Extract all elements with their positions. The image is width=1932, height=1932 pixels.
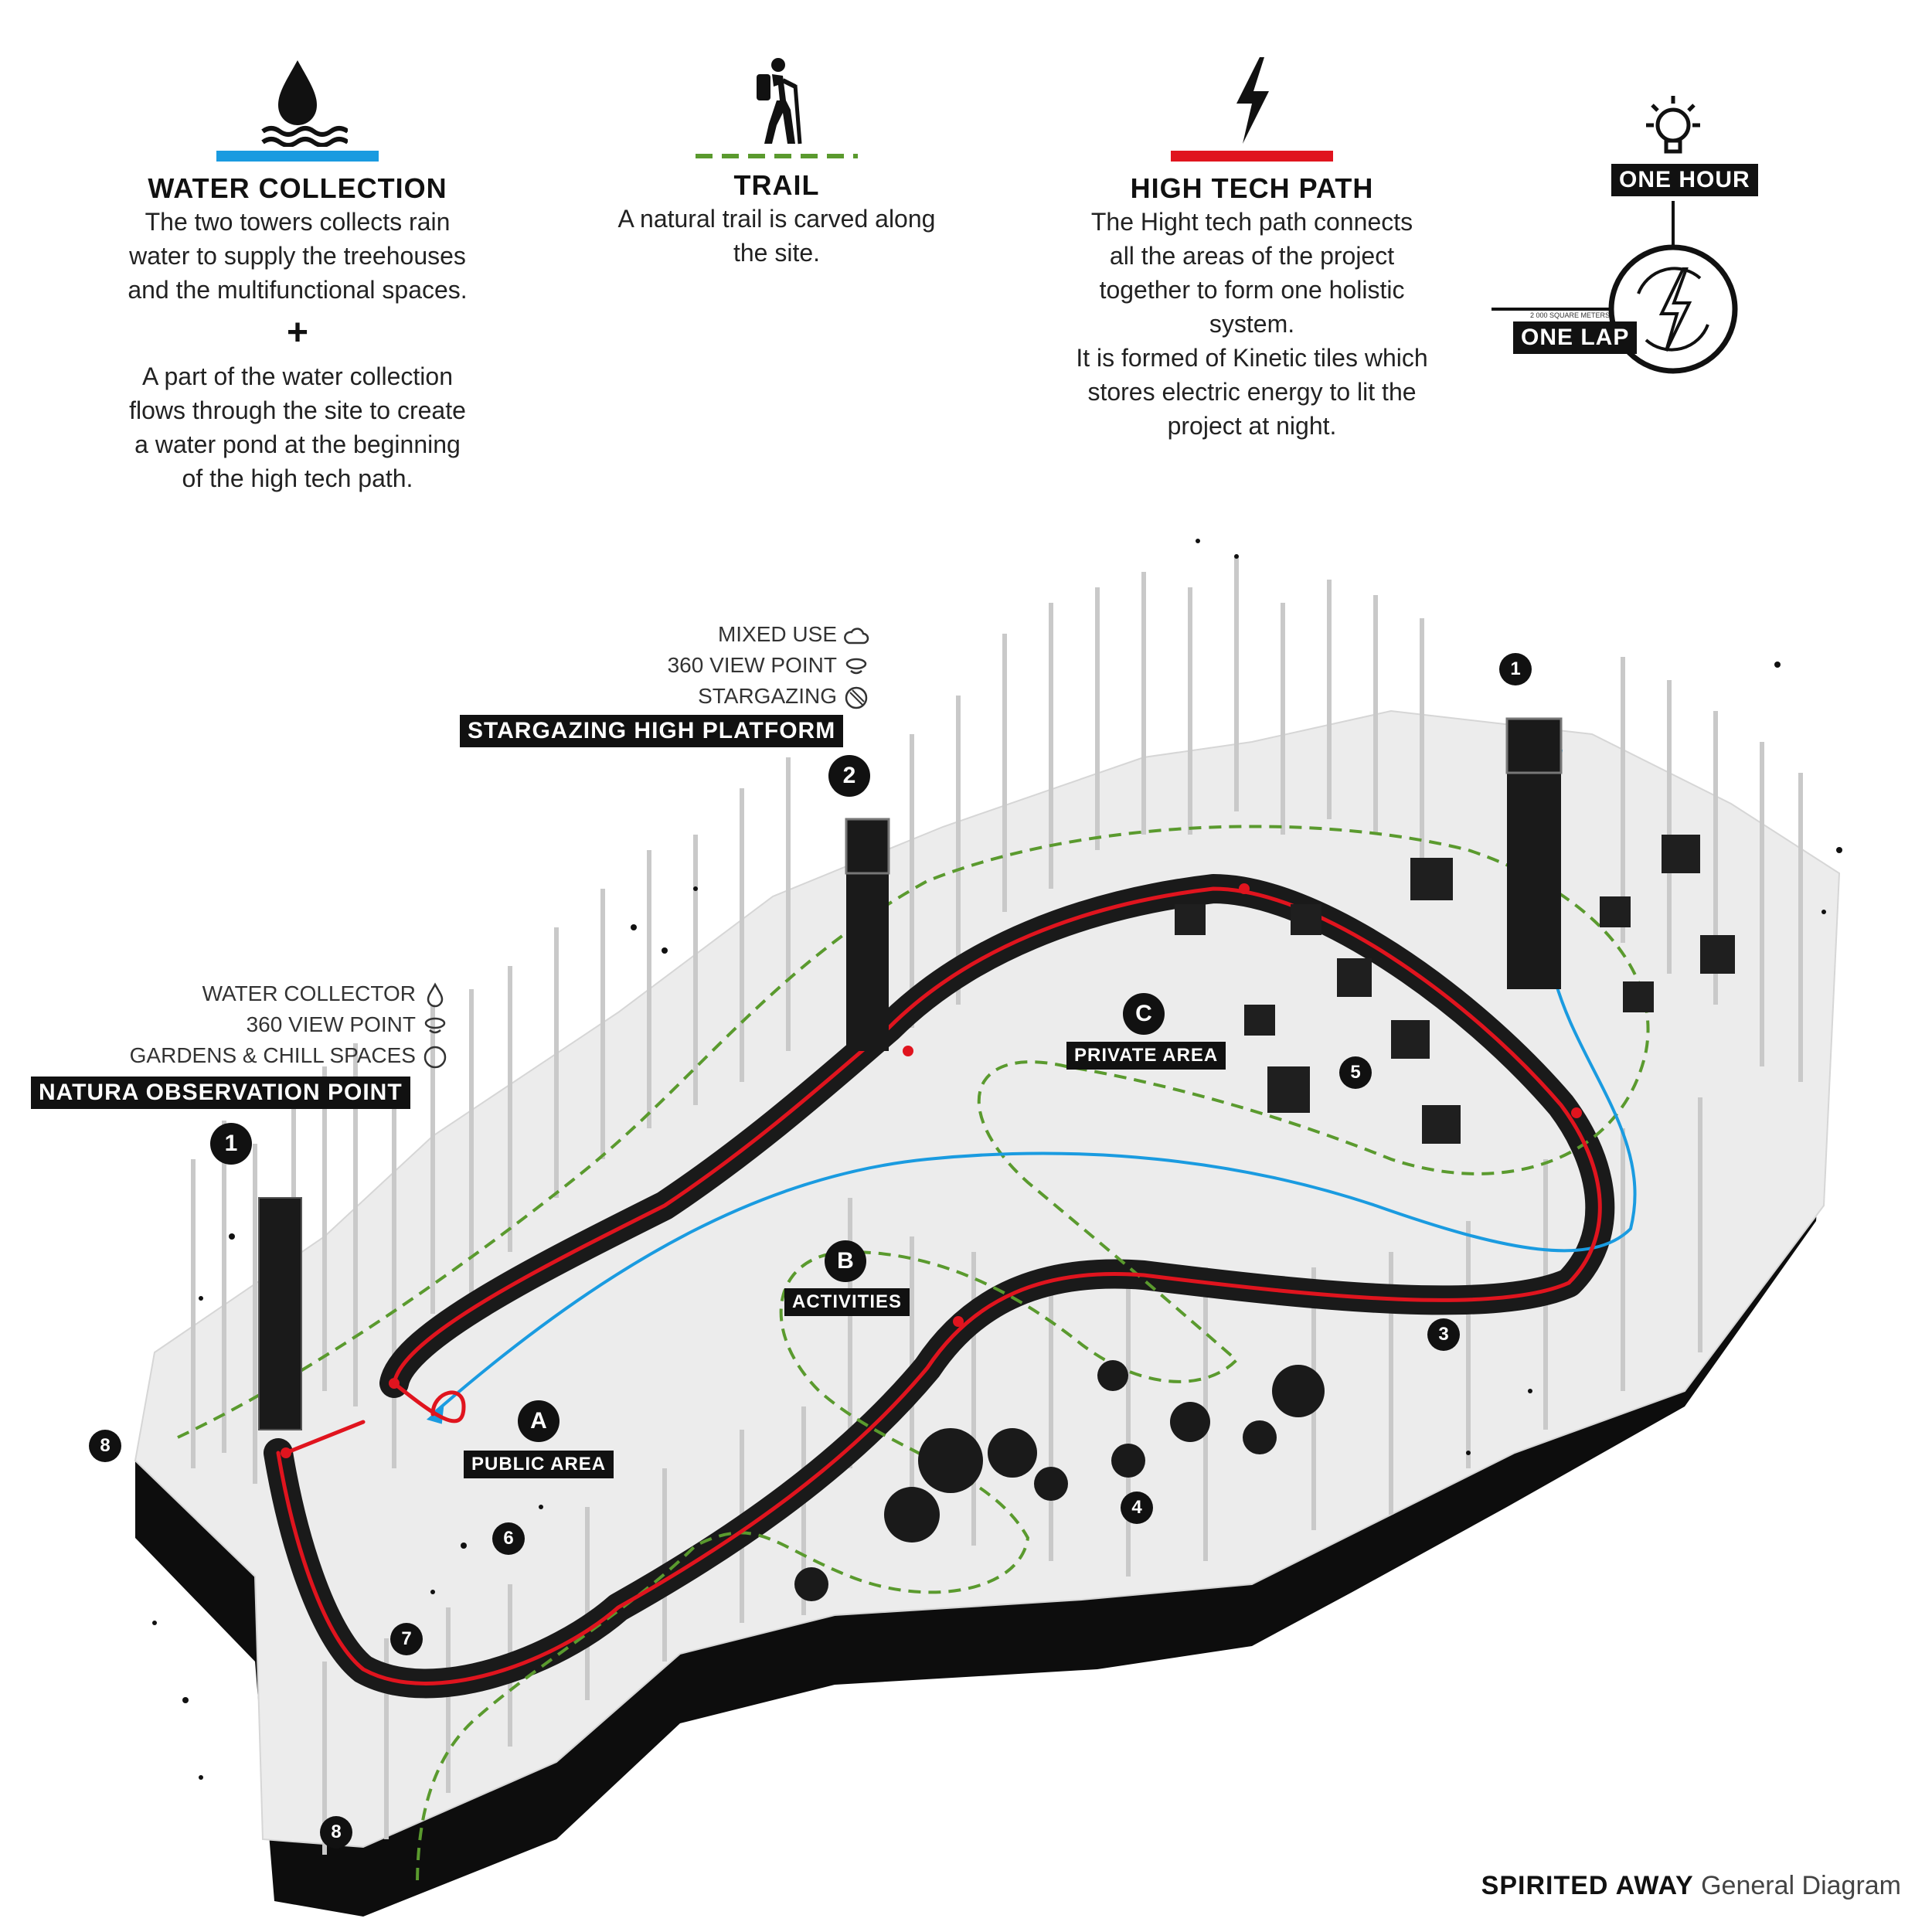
diagram-label: General Diagram [1701,1871,1901,1900]
water-title: WATER COLLECTION [148,172,447,204]
area-b-label: ACTIVITIES [784,1288,910,1316]
circle-icon [422,1044,448,1070]
stargazing-title: STARGAZING HIGH PLATFORM [460,715,844,747]
drop-outline-icon [422,982,448,1009]
legend-water: WATER COLLECTION The two towers collects… [116,54,479,495]
energy-widget: ONE HOUR 2 000 SQUARE METERS ONE LAP [1492,93,1801,417]
energy-cycle-diagram [1492,201,1738,374]
tower-water-right [1505,717,1563,989]
footer-caption: SPIRITED AWAY General Diagram [1481,1871,1901,1901]
legend-hightech: HIGH TECH PATH The Hight tech path conne… [1070,54,1434,443]
tower-stargazing [845,818,890,1051]
trail-desc: A natural trail is carved along the site… [617,205,936,267]
marker-4: 4 [1121,1492,1153,1524]
terrain-surface [134,709,1841,1849]
lightning-icon [1236,57,1269,144]
hightech-nodes [281,883,1582,1458]
area-a-marker: A [518,1400,560,1442]
water-ponds [794,1360,1325,1601]
hightech-bar [1171,151,1333,162]
water-drop-icon [261,60,349,148]
marker-3: 3 [1427,1318,1460,1351]
natura-feature-water-collector: WATER COLLECTOR [202,981,448,1009]
hightech-line [276,886,1602,1685]
trail-title: TRAIL [733,169,820,201]
area-b-marker: B [825,1240,866,1282]
natura-title: NATURA OBSERVATION POINT [31,1077,410,1109]
lightbulb-icon [1646,96,1700,154]
natura-feature-360: 360 VIEW POINT [247,1012,448,1039]
one-hour-tag: ONE HOUR [1611,164,1758,196]
stargazing-feature-stargazing: STARGAZING [698,684,869,711]
natura-feature-gardens: GARDENS & CHILL SPACES [130,1043,448,1070]
hiker-icon [757,58,802,145]
rotate-360-icon [843,654,869,680]
hightech-title: HIGH TECH PATH [1130,172,1374,204]
one-lap-tag: ONE LAP [1513,321,1638,354]
marker-1-left: 1 [210,1123,252,1165]
marker-6: 6 [492,1522,525,1555]
stargazing-feature-360: 360 VIEW POINT [668,653,869,680]
plus-sign: + [286,312,309,353]
hightech-desc: The Hight tech path connects all the are… [1076,208,1428,440]
marker-5: 5 [1339,1056,1372,1089]
water-desc-1: The two towers collects rain water to su… [128,208,468,304]
square-meters-note: 2 000 SQUARE METERS [1530,311,1611,319]
cloud-icon [843,623,869,649]
marker-8-left: 8 [89,1430,121,1462]
marker-8-bottom: 8 [320,1816,352,1849]
legend-trail: TRAIL A natural trail is carved along th… [595,54,958,270]
scattered-dots [152,539,1842,1780]
trail-bar [696,154,858,158]
area-c-marker: C [1123,993,1165,1035]
trail-line [177,825,1650,1886]
project-name: SPIRITED AWAY [1481,1871,1694,1900]
water-bar [216,151,379,162]
tower-natura [258,1197,302,1430]
treehouses [1175,835,1735,1144]
globe-icon [843,685,869,711]
marker-1-right: 1 [1499,653,1532,685]
marker-7: 7 [390,1623,423,1655]
stargazing-feature-mixed-use: MIXED USE [718,622,869,649]
area-a-label: PUBLIC AREA [464,1451,614,1478]
water-desc-2: A part of the water collection flows thr… [129,362,466,492]
area-c-label: PRIVATE AREA [1066,1042,1226,1070]
marker-2: 2 [828,755,870,797]
rotate-360-icon [422,1013,448,1039]
